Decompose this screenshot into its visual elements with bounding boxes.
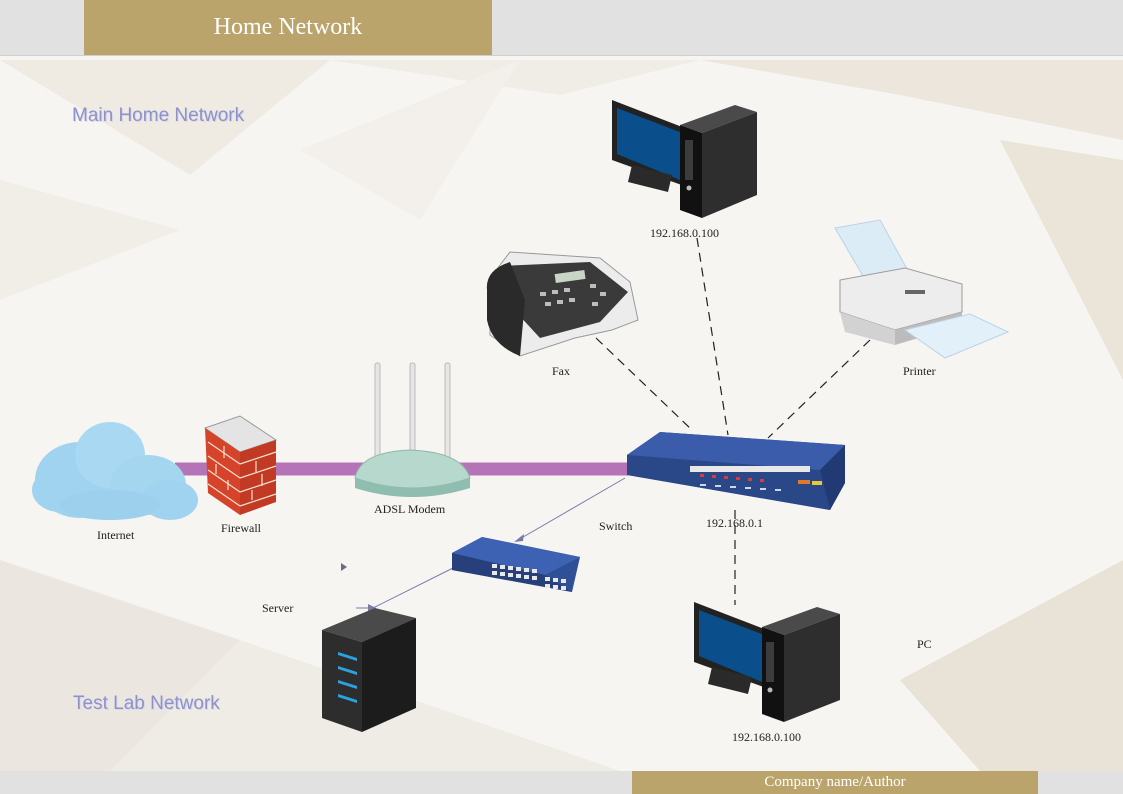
switch-ip-label: 192.168.0.1 bbox=[706, 516, 763, 530]
pc-top-icon bbox=[612, 100, 757, 218]
firewall-icon bbox=[203, 415, 278, 515]
small-arrow-marker bbox=[341, 563, 347, 571]
link-switch-fax bbox=[595, 337, 693, 431]
server-icon bbox=[322, 608, 416, 732]
link-labswitch-server bbox=[372, 566, 456, 609]
switch-label: Switch bbox=[599, 519, 633, 533]
router-icon bbox=[627, 432, 845, 510]
pc-bottom-icon bbox=[694, 602, 840, 722]
author-label: Company name/Author bbox=[632, 771, 1038, 794]
internet-label: Internet bbox=[97, 528, 135, 542]
cloud-icon bbox=[32, 422, 198, 520]
test-network-heading: Test Lab Network bbox=[73, 693, 220, 714]
pc-top-ip-label: 192.168.0.100 bbox=[650, 226, 719, 240]
firewall-label: Firewall bbox=[221, 521, 261, 535]
lab-switch-icon bbox=[452, 537, 580, 592]
link-switch-pc-top bbox=[696, 237, 729, 436]
fax-icon bbox=[486, 251, 639, 357]
server-label: Server bbox=[262, 601, 294, 615]
link-router-labswitch bbox=[517, 477, 626, 541]
printer-icon bbox=[834, 219, 1010, 359]
pc-bottom-ip-label: 192.168.0.100 bbox=[732, 730, 801, 744]
adsl-modem-icon bbox=[354, 362, 471, 497]
printer-label: Printer bbox=[903, 364, 936, 378]
link-switch-printer bbox=[767, 339, 871, 439]
main-network-heading: Main Home Network bbox=[72, 105, 245, 126]
fax-label: Fax bbox=[552, 364, 570, 378]
modem-label: ADSL Modem bbox=[374, 502, 446, 516]
page-title: Home Network bbox=[84, 0, 492, 55]
pc-label: PC bbox=[917, 637, 932, 651]
